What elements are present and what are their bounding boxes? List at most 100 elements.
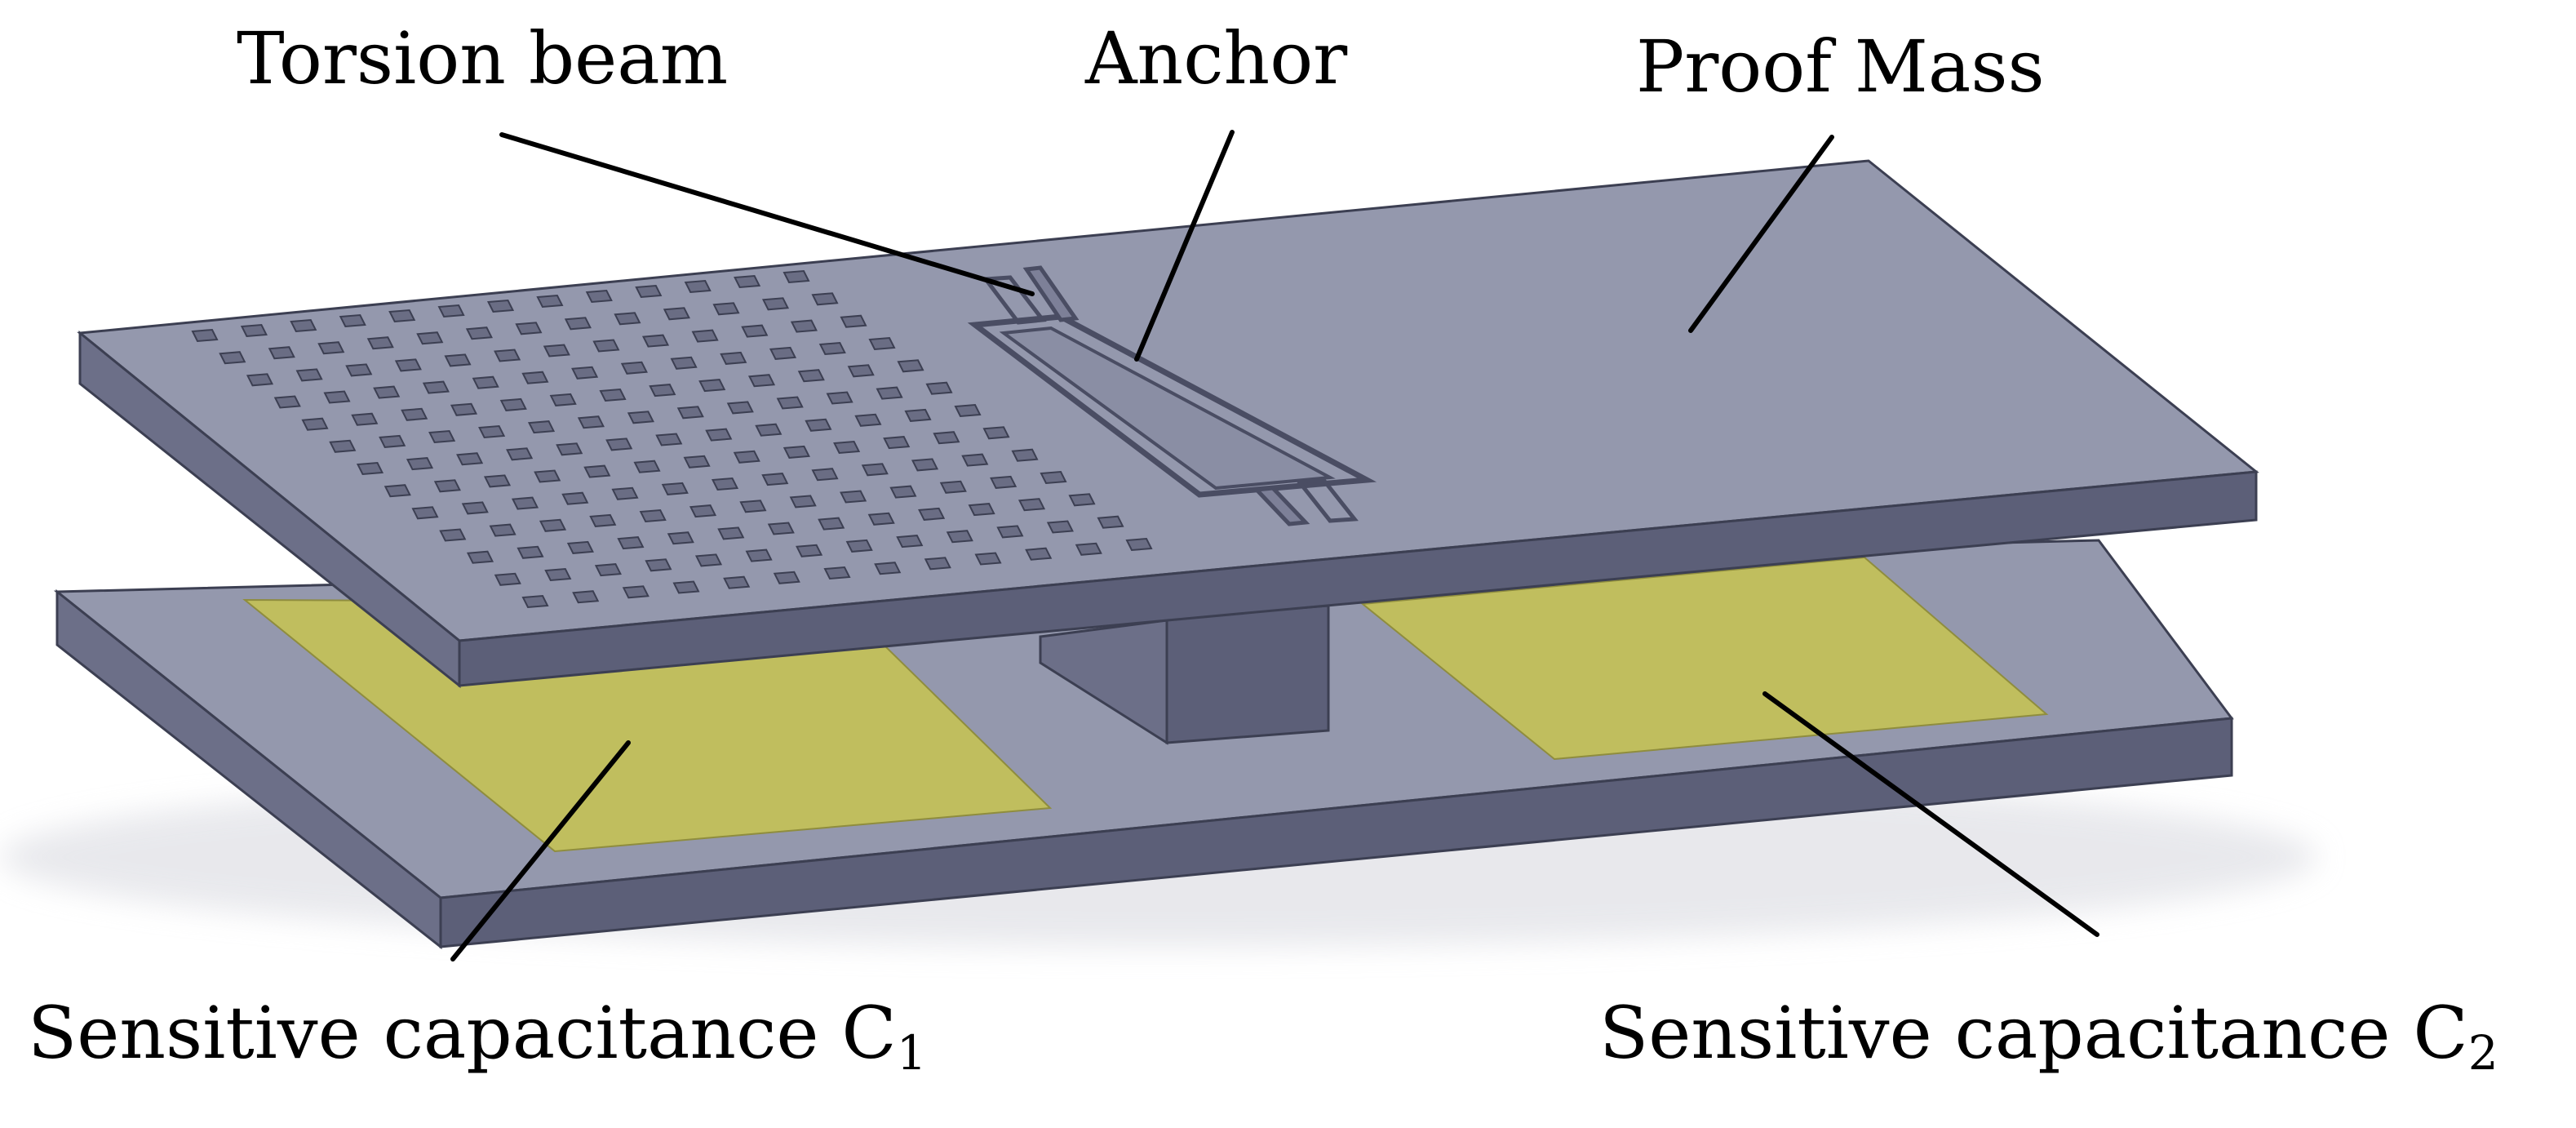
perforation-hole — [620, 361, 648, 375]
perforation-hole — [773, 571, 800, 584]
perforation-hole — [444, 353, 472, 367]
perforation-hole — [351, 412, 379, 426]
perforation-hole — [790, 319, 818, 333]
perforation-hole — [1046, 520, 1074, 534]
perforation-hole — [290, 318, 317, 333]
perforation-hole — [711, 477, 739, 491]
torsion-beam-bottom — [1252, 486, 1310, 526]
perforation-hole — [401, 407, 428, 421]
perforation-hole — [661, 482, 689, 495]
perforation-hole — [904, 408, 932, 422]
perforation-hole — [670, 356, 698, 370]
perforation-hole — [925, 381, 953, 395]
leader-line-anchor — [1134, 130, 1235, 362]
perforation-hole — [273, 395, 301, 409]
perforation-hole — [645, 558, 672, 572]
perforation-hole — [301, 417, 329, 431]
perforation-hole — [734, 274, 761, 289]
perforation-hole — [649, 384, 676, 397]
perforation-hole — [268, 346, 295, 360]
anchor-post — [1039, 604, 1330, 745]
perforation-hole — [339, 313, 366, 328]
perforation-hole — [366, 336, 394, 350]
perforation-hole — [633, 460, 661, 473]
perforation-hole — [483, 474, 512, 488]
perforation-hole — [741, 324, 769, 338]
perforation-hole — [433, 479, 461, 493]
perforation-hole — [1075, 542, 1102, 556]
perforation-hole — [478, 424, 506, 439]
anchor-frame-inner-top — [999, 326, 1336, 491]
perforation-hole — [465, 326, 493, 340]
perforation-holes — [191, 269, 1153, 609]
perforation-hole — [840, 314, 867, 328]
perforation-hole — [747, 374, 776, 388]
perforation-hole — [726, 401, 754, 415]
perforation-hole — [861, 463, 889, 477]
proof-mass-left-face — [78, 330, 461, 689]
perforation-hole — [676, 406, 704, 420]
perforation-hole — [641, 334, 670, 348]
perforation-hole — [379, 434, 406, 448]
perforation-hole — [517, 545, 544, 559]
perforation-hole — [583, 464, 611, 478]
substrate-left-face — [55, 588, 442, 950]
perforation-hole — [549, 393, 577, 406]
perforation-hole — [826, 391, 853, 405]
perforation-hole — [805, 418, 832, 432]
perforation-hole — [439, 528, 467, 542]
leader-lines — [450, 130, 2099, 961]
perforation-hole — [527, 420, 556, 434]
perforation-hole — [594, 563, 622, 577]
label-c1-subscript: 1 — [896, 1025, 927, 1081]
label-capacitance-c1: Sensitive capacitance C1 — [28, 997, 927, 1077]
perforation-hole — [329, 439, 357, 453]
perforation-hole — [712, 302, 740, 316]
perforation-hole — [428, 429, 456, 444]
perforation-hole — [974, 552, 1002, 566]
label-capacitance-c2: Sensitive capacitance C2 — [1599, 997, 2498, 1077]
perforation-hole — [755, 423, 783, 437]
perforation-hole — [946, 530, 973, 544]
perforation-hole — [672, 580, 700, 594]
perforation-hole — [911, 458, 939, 472]
leader-line-torsion-beam — [499, 132, 1035, 296]
perforation-hole — [317, 341, 345, 355]
perforation-hole — [572, 590, 600, 604]
label-anchor-text: Anchor — [1085, 16, 1348, 100]
perforation-hole — [705, 428, 733, 442]
perforation-hole — [515, 322, 543, 335]
perforation-hole — [717, 526, 745, 540]
perforation-hole — [472, 375, 499, 389]
perforation-hole — [833, 440, 861, 455]
label-torsion-beam-text: Torsion beam — [237, 16, 729, 100]
perforation-hole — [566, 540, 594, 554]
label-torsion-beam: Torsion beam — [237, 23, 728, 95]
perforation-hole — [845, 539, 873, 553]
leader-line-c2 — [1762, 691, 2099, 937]
perforation-hole — [486, 299, 515, 313]
perforation-hole — [818, 341, 846, 356]
perforation-hole — [996, 525, 1024, 539]
perforation-hole — [818, 517, 845, 531]
electrode-c2 — [1360, 556, 2049, 761]
perforation-hole — [219, 351, 246, 365]
perforation-hole — [561, 491, 589, 505]
perforation-hole — [918, 507, 946, 521]
perforation-hole — [585, 289, 613, 304]
label-proof-mass-text: Proof Mass — [1636, 24, 2045, 109]
perforation-hole — [924, 557, 951, 571]
perforation-hole — [622, 585, 650, 599]
perforation-hole — [627, 411, 654, 424]
perforation-hole — [655, 433, 683, 446]
anchor-frame — [967, 265, 1377, 526]
perforation-hole — [1040, 470, 1067, 485]
perforation-hole — [617, 536, 645, 550]
perforation-hole — [456, 452, 484, 466]
perforation-hole — [406, 457, 434, 471]
perforation-hole — [499, 397, 527, 411]
perforation-hole — [789, 495, 817, 508]
perforation-hole — [961, 453, 989, 467]
perforation-hole — [939, 480, 967, 494]
